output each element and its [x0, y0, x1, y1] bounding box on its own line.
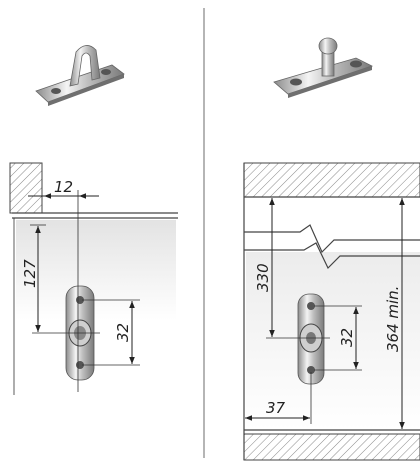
right-door-shade [246, 252, 420, 430]
pivot-plate-loop-photo [35, 45, 125, 106]
right-top-hatch [243, 162, 420, 198]
left-wall-hatch [9, 162, 43, 214]
right-bottom-hatch [243, 433, 420, 461]
pivot-plate-pin-photo [273, 37, 374, 98]
right-dim-spacing-label: 32 [338, 328, 356, 347]
left-door-shade [16, 220, 176, 320]
right-dim-height-label: 330 [254, 263, 272, 292]
left-dim-height-label: 127 [21, 259, 39, 288]
right-hinge-plate [297, 293, 325, 385]
left-dim-offset-label: 12 [54, 178, 73, 196]
left-panel: 12 127 32 [9, 45, 178, 395]
right-panel: 330 32 364 min. 37 [243, 37, 420, 461]
right-dim-offset-label: 37 [266, 399, 286, 417]
left-dim-spacing-label: 32 [114, 323, 132, 342]
right-dim-min-height-label: 364 min. [384, 286, 402, 352]
